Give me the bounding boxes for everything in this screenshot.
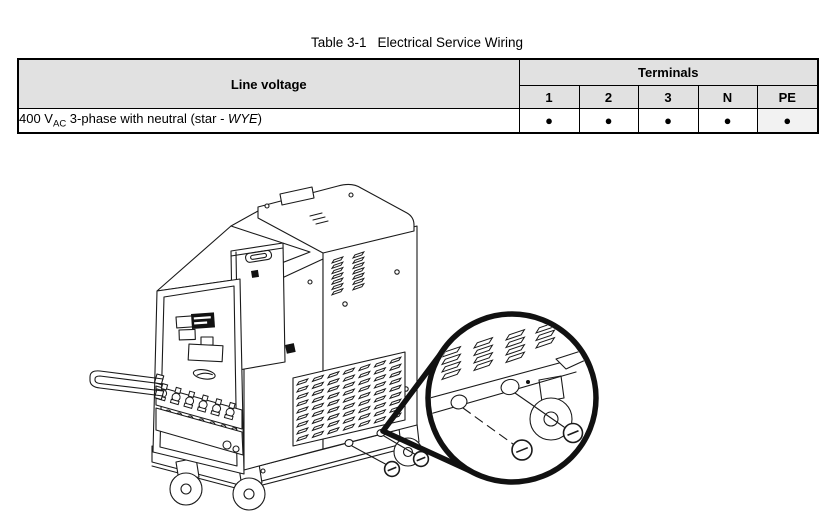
leader-line (383, 435, 419, 457)
magnified-screw-hole (500, 378, 520, 396)
lid-handle (245, 249, 273, 263)
terminal-col-n: N (697, 85, 758, 109)
terminal-col-pe: PE (756, 85, 819, 109)
wye-italic: WYE (228, 111, 258, 127)
panel-screw-callout (344, 429, 430, 478)
cap-vent-slot (309, 212, 323, 217)
terminal-pe-dot: ● (756, 108, 819, 134)
terminal-col-2: 2 (578, 85, 639, 109)
small-pin-hole (526, 380, 530, 384)
terminal-col-3: 3 (637, 85, 699, 109)
terminal-2-dot: ● (578, 108, 639, 134)
lower-front-panel (155, 407, 244, 456)
base-screw-dot (260, 468, 266, 474)
cover-screw-dot (348, 192, 354, 198)
tank-rear-edge (230, 210, 259, 227)
line-voltage-value: 400 VAC 3-phase with neutral (star - WYE… (17, 108, 520, 134)
label-slot (178, 328, 196, 341)
keypad-plate (187, 343, 224, 363)
magnified-caster (529, 375, 573, 441)
magnified-screw (511, 439, 533, 461)
nordson-logo (192, 369, 216, 380)
drain-port (222, 440, 232, 450)
removed-screw (383, 460, 401, 478)
vac-subscript: AC (52, 118, 67, 130)
panel-edge-top (431, 358, 575, 400)
front-control-panel (152, 278, 245, 475)
screw-hole (344, 439, 354, 447)
electrical-service-wiring-table: Line voltage Terminals 1 2 3 N PE 400 VA… (17, 58, 819, 134)
col-header-line-voltage: Line voltage (17, 58, 520, 109)
magnified-detail (431, 321, 593, 461)
top-cover-step (279, 186, 315, 206)
table-caption: Table 3-1 Electrical Service Wiring (17, 35, 817, 50)
cover-screw-dot (264, 203, 270, 209)
panel-screw-dot (394, 269, 400, 275)
caster-front-left (169, 457, 203, 506)
table-caption-number: Table 3-1 (310, 35, 367, 50)
push-handle (89, 370, 165, 401)
removed-screw (412, 450, 430, 468)
cap-vent-slot (315, 220, 329, 225)
handle-mount (153, 388, 165, 401)
terminal-n-dot: ● (697, 108, 758, 134)
terminal-col-1: 1 (518, 85, 580, 109)
magnified-screw-hole (450, 394, 468, 410)
magnified-leader-dashed (462, 407, 514, 445)
magnified-leader (514, 392, 565, 428)
electrical-enclosure (230, 183, 418, 450)
panel-screw-dot (307, 279, 313, 285)
label-slot (175, 315, 194, 329)
base-lip-right (242, 444, 418, 491)
leader-line (351, 445, 390, 467)
side-panel-label (285, 343, 296, 354)
panel-screw-dot (342, 301, 348, 307)
control-display (191, 312, 215, 329)
lid-label (251, 269, 260, 278)
terminal-1-dot: ● (518, 108, 580, 134)
magnified-screw (562, 422, 584, 444)
table-caption-text: Electrical Service Wiring (377, 35, 524, 50)
label-slot (200, 336, 214, 346)
cap-vent-slot (312, 216, 326, 221)
tank-lid-open (230, 242, 286, 372)
table-row: 400 VAC 3-phase with neutral (star - WYE… (17, 108, 819, 134)
drain-port (232, 445, 240, 453)
